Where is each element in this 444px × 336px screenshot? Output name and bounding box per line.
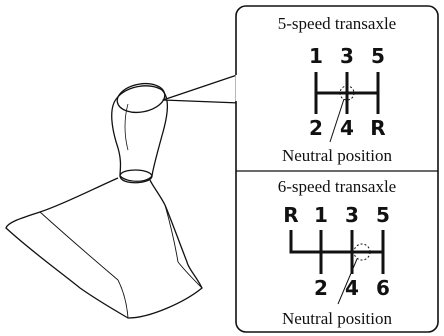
- gear-label: 4: [340, 116, 354, 140]
- knob-top: [116, 82, 166, 114]
- gear-label: 3: [345, 203, 359, 227]
- gear-label: R: [283, 203, 298, 227]
- callout-pointer: [162, 72, 244, 104]
- callout-box: [235, 5, 439, 333]
- five-speed-section: 5-speed transaxle 1 3 5 2 4 R Neutral po…: [278, 14, 396, 165]
- gear-label: 3: [340, 44, 354, 68]
- neutral-marker: [339, 85, 355, 101]
- gear-label: 6: [376, 276, 390, 300]
- six-speed-section: 6-speed transaxle R 1 3 5 2 4 6 Neutral …: [278, 177, 396, 328]
- gear-label: 1: [314, 203, 328, 227]
- neutral-position-label: Neutral position: [282, 146, 393, 165]
- five-speed-title: 5-speed transaxle: [278, 14, 396, 33]
- neutral-marker: [353, 243, 371, 261]
- gear-label: 1: [309, 44, 323, 68]
- gear-label: R: [370, 116, 385, 140]
- shift-gate-six: [289, 230, 385, 274]
- gear-label: 4: [345, 276, 359, 300]
- neutral-leader: [337, 258, 358, 305]
- shift-boot: [5, 177, 203, 319]
- shift-knob-illustration: [5, 82, 203, 319]
- neutral-position-label: Neutral position: [282, 309, 393, 328]
- gear-label: 5: [376, 203, 390, 227]
- shift-gate-five: [314, 72, 380, 114]
- six-speed-title: 6-speed transaxle: [278, 177, 396, 196]
- gear-label: 5: [371, 44, 385, 68]
- gear-label: 2: [314, 276, 328, 300]
- gear-label: 2: [309, 116, 323, 140]
- neutral-leader: [329, 98, 345, 143]
- knob-body: [111, 85, 169, 182]
